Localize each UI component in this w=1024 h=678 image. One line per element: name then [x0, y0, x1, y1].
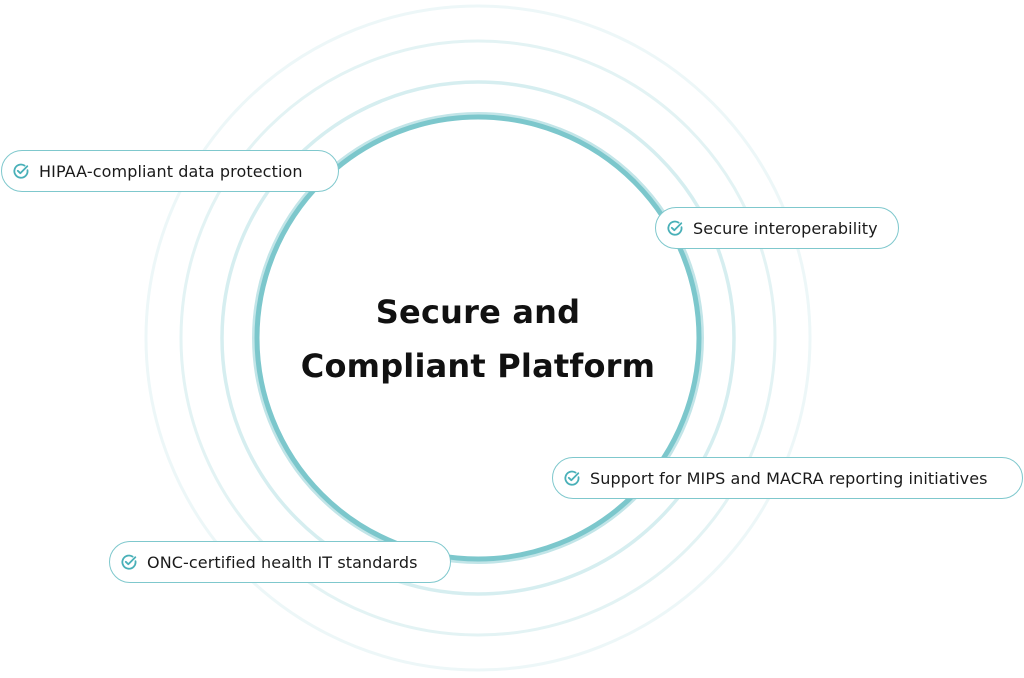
- ring-outer-5: [144, 4, 812, 672]
- ring-outer-4: [179, 39, 777, 637]
- platform-title-line-2: Compliant Platform: [300, 347, 656, 385]
- feature-pill-mips-macra: Support for MIPS and MACRA reporting ini…: [552, 457, 1023, 499]
- platform-title-line-1: Secure and: [375, 293, 581, 331]
- feature-label: Support for MIPS and MACRA reporting ini…: [590, 468, 988, 488]
- ring-main: [254, 114, 702, 562]
- check-circle-icon: [563, 469, 581, 487]
- feature-pill-interoperability: Secure interoperability: [655, 207, 899, 249]
- feature-label: ONC-certified health IT standards: [147, 552, 418, 572]
- check-circle-icon: [666, 219, 684, 237]
- feature-pill-hipaa: HIPAA-compliant data protection: [1, 150, 339, 192]
- ring-outer-3: [220, 80, 736, 596]
- feature-label: Secure interoperability: [693, 218, 878, 238]
- platform-title: Secure and Compliant Platform: [258, 285, 698, 393]
- check-circle-icon: [120, 553, 138, 571]
- ring-outer-2: [252, 112, 704, 564]
- check-circle-icon: [12, 162, 30, 180]
- feature-label: HIPAA-compliant data protection: [39, 161, 303, 181]
- feature-pill-onc: ONC-certified health IT standards: [109, 541, 451, 583]
